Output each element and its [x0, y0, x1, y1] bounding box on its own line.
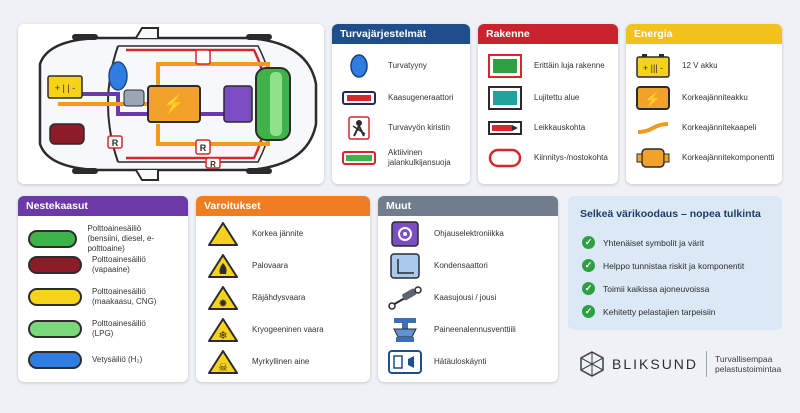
legend-row-fuel-vapaaine: Polttoainesäiliö(vapaaine): [28, 255, 182, 275]
summary-item: ✓ Toimii kaikissa ajoneuvoissa: [582, 282, 709, 295]
legend-row-fuel-lpg: Polttoainesäiliö(LPG): [28, 319, 182, 339]
rakenne-card: Rakenne Erittäin luja rakenne Lujitettu …: [478, 24, 618, 184]
svg-text:☠: ☠: [218, 362, 228, 374]
legend-row-reinforced: Lujitettu alue: [488, 86, 612, 110]
legend-row-pedestrian: Aktiivinen jalankulkijansuoja: [342, 146, 464, 170]
fuel-tank-red-marker: [49, 123, 85, 145]
ultra-high-strength-icon: [488, 54, 522, 78]
vehicle-diagram-card: ⚡ + | | - R R R: [18, 24, 324, 184]
fuel-tank-icon: [28, 230, 78, 248]
pedestrian-protection-icon: [342, 146, 376, 170]
legend-row-hydrogen: Vetysäiliö (H₂): [28, 351, 182, 369]
nestekaasut-header: Nestekaasut: [18, 196, 188, 216]
nestekaasut-card: Nestekaasut Polttoainesäiliö(bensiini, d…: [18, 196, 188, 382]
explosion-warning-icon: ✸: [206, 286, 240, 310]
svg-text:✸: ✸: [218, 298, 227, 310]
high-voltage-warning-icon: ⚡: [206, 222, 240, 246]
legend-row-12v: + ||| - 12 V akku: [636, 54, 776, 78]
svg-text:⚡: ⚡: [216, 232, 230, 245]
legend-row-emergency-exit: Hätäuloskäynti: [388, 350, 552, 374]
hv-battery-icon: ⚡: [636, 86, 670, 110]
varoitukset-card: Varoitukset ⚡ Korkea jännite Palovaara ✸…: [196, 196, 370, 382]
emergency-start-icon: [388, 350, 422, 374]
energia-card: Energia + ||| - 12 V akku ⚡ Korkeajännit…: [626, 24, 782, 184]
gas-spring-icon: [388, 286, 422, 310]
svg-text:⚡: ⚡: [644, 91, 661, 108]
svg-text:❄: ❄: [218, 330, 227, 342]
legend-row-ultra-strength: Erittäin luja rakenne: [488, 54, 612, 78]
airbag-marker: [108, 61, 128, 91]
legend-row-hv-battery: ⚡ Korkeajänniteakku: [636, 86, 776, 110]
turvajarjestelmat-card: Turvajärjestelmät Turvatyyny Kaasugenera…: [332, 24, 470, 184]
legend-row-fire: Palovaara: [206, 254, 364, 278]
svg-text:R: R: [210, 160, 216, 169]
legend-row-control-electronics: Ohjauselektroniikka: [388, 221, 552, 247]
hv-component-icon: [636, 146, 670, 170]
muut-card: Muut Ohjauselektroniikka Kondensaattori …: [378, 196, 558, 382]
battery-12v-marker: [47, 75, 83, 99]
legend-row-explosion: ✸ Räjähdysvaara: [206, 286, 364, 310]
toxic-warning-icon: ☠: [206, 350, 240, 374]
bliksund-logo-icon: [580, 351, 604, 377]
legend-row-fuel-cng: Polttoainesäiliö(maakaasu, CNG): [28, 287, 182, 307]
fuel-tank-icon: [28, 320, 82, 338]
legend-row-hv-cable: Korkeajännitekaapeli: [636, 116, 776, 140]
summary-panel: Selkeä värikoodaus – nopea tulkinta ✓ Yh…: [568, 196, 782, 330]
brand-area: BLIKSUND Turvallisempaa pelastustoiminta…: [580, 344, 782, 384]
control-unit-marker: [223, 85, 253, 123]
svg-text:+ | | -: + | | -: [55, 83, 75, 93]
control-electronics-icon: [388, 221, 422, 247]
muut-header: Muut: [378, 196, 558, 216]
legend-row-hv-component: Korkeajännitekomponentti: [636, 146, 776, 170]
summary-item: ✓ Kehitetty pelastajien tarpeisiin: [582, 305, 715, 318]
brand-tagline: Turvallisempaa pelastustoimintaa: [715, 353, 782, 374]
battery-12v-icon: + ||| -: [636, 54, 670, 78]
legend-row-gas-spring: Kaasujousi / jousi: [388, 286, 552, 310]
legend-row-cryogenic: ❄ Kryogeeninen vaara: [206, 318, 364, 342]
summary-item: ✓ Helppo tunnistaa riskit ja komponentit: [582, 259, 744, 272]
legend-row-airbag: Turvatyyny: [342, 54, 464, 78]
gas-generator-icon: [342, 86, 376, 110]
legend-row-lifting: Kiinnitys-/nostokohta: [488, 146, 612, 170]
brand-name: BLIKSUND: [612, 356, 699, 372]
check-icon: ✓: [582, 282, 595, 295]
vehicle-top-view-diagram: ⚡ + | | - R R R: [38, 27, 318, 181]
turvajarjestelmat-header: Turvajärjestelmät: [332, 24, 470, 44]
legend-row-gas-generator: Kaasugeneraattori: [342, 86, 464, 110]
check-icon: ✓: [582, 236, 595, 249]
summary-item: ✓ Yhtenäiset symbolit ja värit: [582, 236, 704, 249]
legend-row-high-voltage: ⚡ Korkea jännite: [206, 222, 364, 246]
svg-text:+ ||| -: + ||| -: [643, 63, 663, 73]
cutting-point-icon: [488, 116, 522, 140]
energia-header: Energia: [626, 24, 782, 44]
legend-row-capacitor: Kondensaattori: [388, 253, 552, 279]
lifting-point-icon: [488, 146, 522, 170]
fire-warning-icon: [206, 254, 240, 278]
legend-row-seatbelt: Turvavyön kiristin: [342, 116, 464, 140]
cryogenic-warning-icon: ❄: [206, 318, 240, 342]
seatbelt-pretensioner-icon: [342, 116, 376, 140]
hydrogen-tank-icon: [28, 351, 82, 369]
hv-cable-icon: [636, 116, 670, 140]
legend-row-pressure-valve: Paineenalennusventtiili: [388, 318, 552, 342]
check-icon: ✓: [582, 259, 595, 272]
fuel-tank-icon: [28, 256, 82, 274]
hv-battery-marker: [147, 85, 201, 123]
check-icon: ✓: [582, 305, 595, 318]
airbag-icon: [342, 54, 376, 78]
varoitukset-header: Varoitukset: [196, 196, 370, 216]
rakenne-header: Rakenne: [478, 24, 618, 44]
legend-row-fuel-petrol: Polttoainesäiliö(bensiini, diesel, e-pol…: [28, 224, 182, 254]
summary-title: Selkeä värikoodaus – nopea tulkinta: [580, 208, 761, 220]
svg-text:R: R: [200, 143, 207, 153]
svg-text:⚡: ⚡: [163, 93, 185, 115]
legend-row-toxic: ☠ Myrkyllinen aine: [206, 350, 364, 374]
legend-row-cutting: Leikkauskohta: [488, 116, 612, 140]
reinforced-area-icon: [488, 86, 522, 110]
fuel-tank-icon: [28, 288, 82, 306]
pressure-relief-valve-icon: [388, 318, 422, 342]
capacitor-icon: [388, 253, 422, 279]
svg-text:R: R: [112, 138, 119, 148]
